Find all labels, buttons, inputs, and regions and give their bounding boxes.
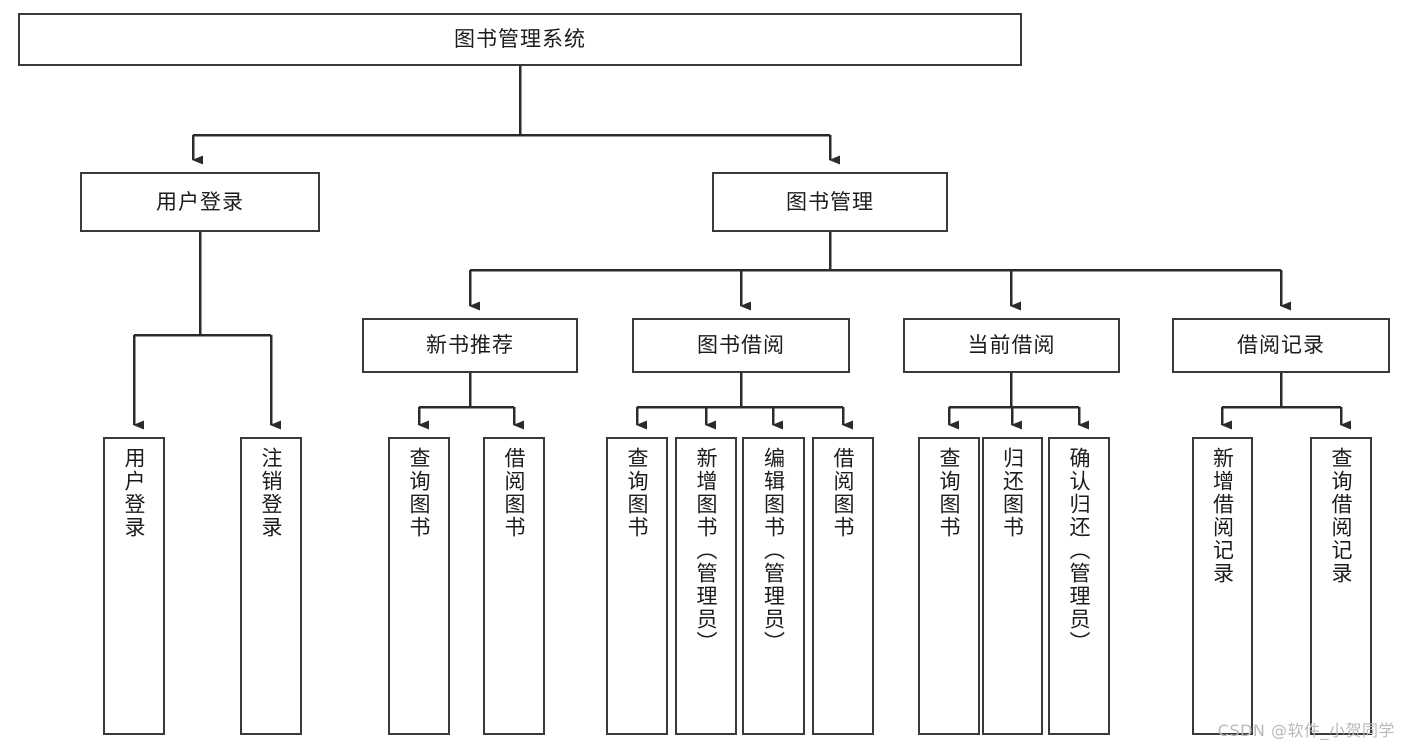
- node-label: 编辑图书（管理员）: [761, 447, 786, 654]
- node-label: 新增图书（管理员）: [694, 447, 719, 654]
- node-user-login[interactable]: 用户登录: [80, 172, 320, 232]
- node-label: 确认归还（管理员）: [1067, 447, 1092, 654]
- node-borrow-record[interactable]: 借阅记录: [1172, 318, 1390, 373]
- node-label: 借阅图书: [831, 447, 856, 539]
- node-label: 查询图书: [625, 447, 650, 539]
- node-label: 新书推荐: [426, 333, 514, 358]
- node-leaf-query-borrow-record[interactable]: 查询借阅记录: [1310, 437, 1372, 735]
- node-leaf-return-book[interactable]: 归还图书: [982, 437, 1043, 735]
- node-label: 图书管理系统: [454, 27, 586, 52]
- node-leaf-query-book-new[interactable]: 查询图书: [388, 437, 450, 735]
- node-book-borrow[interactable]: 图书借阅: [632, 318, 850, 373]
- node-leaf-query-book-current[interactable]: 查询图书: [918, 437, 980, 735]
- node-leaf-logout[interactable]: 注销登录: [240, 437, 302, 735]
- node-label: 归还图书: [1000, 447, 1025, 539]
- node-label: 借阅记录: [1237, 333, 1325, 358]
- node-label: 用户登录: [156, 189, 244, 214]
- node-leaf-edit-book-admin[interactable]: 编辑图书（管理员）: [742, 437, 805, 735]
- node-label: 当前借阅: [967, 333, 1056, 358]
- node-label: 查询图书: [407, 447, 432, 539]
- node-leaf-user-login[interactable]: 用户登录: [103, 437, 165, 735]
- node-leaf-add-borrow-record[interactable]: 新增借阅记录: [1192, 437, 1253, 735]
- node-current-borrow[interactable]: 当前借阅: [903, 318, 1120, 373]
- node-label: 借阅图书: [502, 447, 527, 539]
- node-label: 新增借阅记录: [1210, 447, 1235, 585]
- node-label: 图书借阅: [697, 333, 785, 358]
- node-root[interactable]: 图书管理系统: [18, 13, 1022, 66]
- node-label: 用户登录: [122, 447, 147, 539]
- node-leaf-borrow-book-new[interactable]: 借阅图书: [483, 437, 545, 735]
- node-label: 查询借阅记录: [1329, 447, 1354, 585]
- node-book-manage[interactable]: 图书管理: [712, 172, 948, 232]
- node-leaf-add-book-admin[interactable]: 新增图书（管理员）: [675, 437, 737, 735]
- node-leaf-borrow-book[interactable]: 借阅图书: [812, 437, 874, 735]
- node-label: 注销登录: [259, 447, 284, 539]
- node-leaf-confirm-return-admin[interactable]: 确认归还（管理员）: [1048, 437, 1110, 735]
- watermark-text: CSDN @软件_小贺同学: [1217, 721, 1395, 740]
- node-label: 图书管理: [786, 189, 874, 214]
- node-new-book-recommend[interactable]: 新书推荐: [362, 318, 578, 373]
- node-label: 查询图书: [937, 447, 962, 539]
- node-leaf-query-book-borrow[interactable]: 查询图书: [606, 437, 668, 735]
